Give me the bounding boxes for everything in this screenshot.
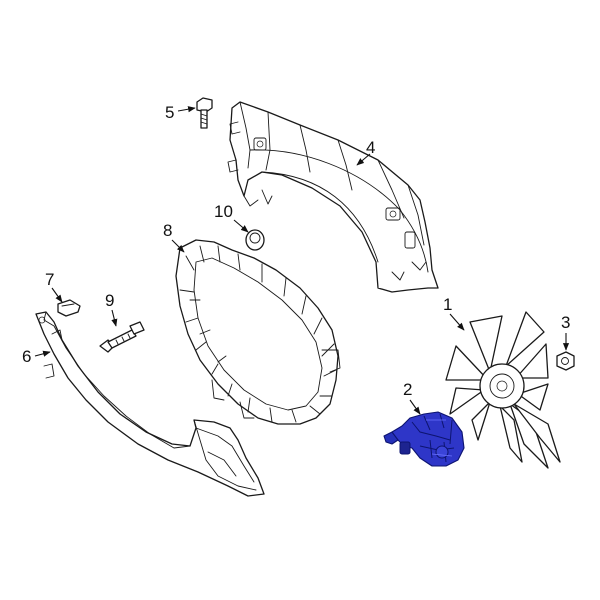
callout-9: 9 xyxy=(105,291,118,327)
callout-label-8: 8 xyxy=(163,221,172,240)
callout-3: 3 xyxy=(561,313,570,351)
callout-label-3: 3 xyxy=(561,313,570,332)
stud[interactable] xyxy=(99,321,145,353)
callout-8: 8 xyxy=(163,221,185,253)
upper-fan-shroud[interactable] xyxy=(227,101,439,293)
callout-4: 4 xyxy=(356,138,375,166)
clip[interactable] xyxy=(57,299,81,317)
callout-label-1: 1 xyxy=(443,295,452,314)
callout-1: 1 xyxy=(443,295,465,331)
callout-label-7: 7 xyxy=(45,270,54,289)
callout-label-5: 5 xyxy=(165,103,174,122)
bolt[interactable] xyxy=(196,97,213,129)
fan-shroud-ring[interactable] xyxy=(175,239,341,425)
callout-label-2: 2 xyxy=(403,380,412,399)
callout-label-10: 10 xyxy=(214,202,233,221)
callout-2: 2 xyxy=(403,380,421,415)
callout-6: 6 xyxy=(22,347,51,366)
grommet[interactable] xyxy=(245,229,265,251)
callout-10: 10 xyxy=(214,202,249,233)
nut[interactable] xyxy=(556,351,575,371)
callout-5: 5 xyxy=(165,103,196,122)
callout-label-9: 9 xyxy=(105,291,114,310)
cooling-fan[interactable] xyxy=(445,311,561,469)
fan-clutch-highlighted[interactable] xyxy=(383,411,465,467)
callout-7: 7 xyxy=(45,270,63,303)
lower-fan-shroud[interactable] xyxy=(35,311,265,497)
callout-label-6: 6 xyxy=(22,347,31,366)
callout-label-4: 4 xyxy=(366,138,375,157)
